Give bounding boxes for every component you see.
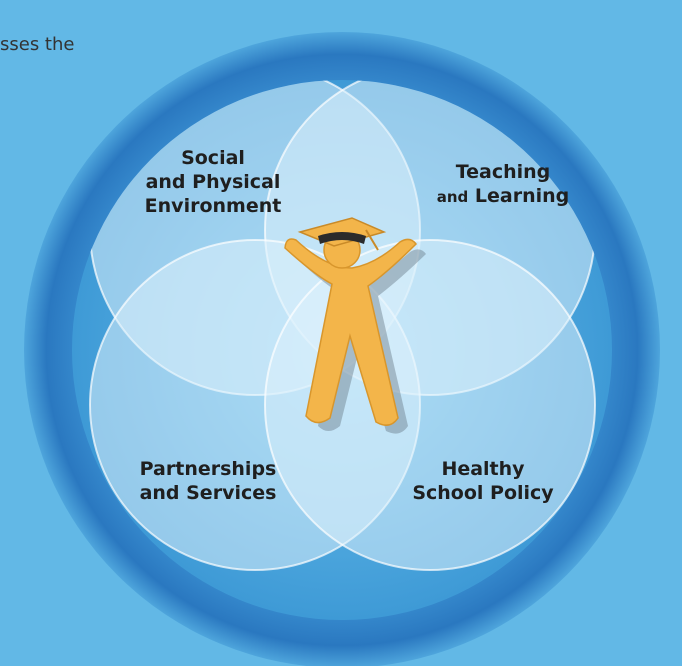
label-partnerships-services: Partnerships and Services (118, 457, 298, 505)
partial-caption-text: sses the (0, 34, 75, 55)
label-line: and Physical (145, 171, 281, 193)
label-teaching-learning: Teaching and Learning (418, 160, 588, 209)
label-line: and Learning (418, 184, 588, 209)
label-line: Social (181, 147, 245, 169)
label-main: Learning (474, 185, 570, 207)
label-line: Teaching (455, 161, 551, 183)
label-healthy-school-policy: Healthy School Policy (398, 457, 568, 505)
label-line: School Policy (412, 482, 554, 504)
label-line: Healthy (441, 458, 525, 480)
label-prefix: and (436, 188, 469, 206)
label-social-physical-environment: Social and Physical Environment (118, 146, 308, 218)
graduate-figure-icon (284, 217, 426, 434)
label-line: Environment (144, 195, 282, 217)
label-line: and Services (139, 482, 277, 504)
label-line: Partnerships (139, 458, 277, 480)
